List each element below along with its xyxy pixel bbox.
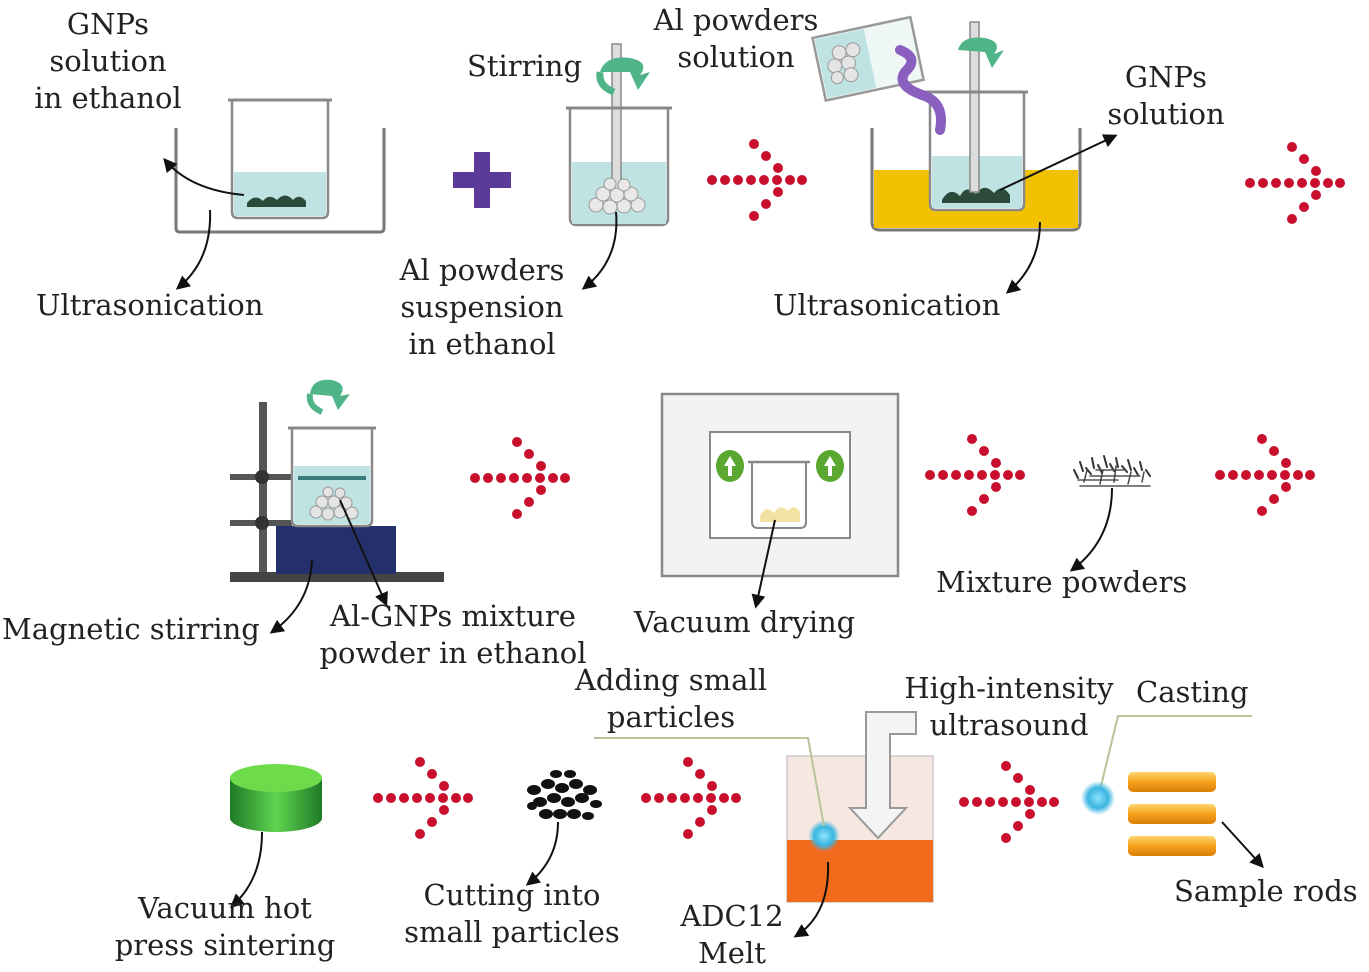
ultrasonic-bath-2 (811, 15, 1082, 232)
cutting-small-particles-line-2: small particles (404, 915, 620, 949)
plus-sign-icon (453, 152, 511, 208)
al-powders-suspension-label: Al powders suspension in ethanol (390, 252, 574, 363)
high-intensity-ultrasound-line-2: ultrasound (929, 708, 1089, 742)
adc12-melt-line-1: ADC12 (680, 899, 784, 933)
al-powders-solution-line-2: solution (677, 40, 795, 74)
al-gnps-mixture-label: Al-GNPs mixture powder in ethanol (318, 598, 588, 672)
cutting-small-particles-label: Cutting into small particles (398, 877, 626, 951)
magnetic-stirrer (230, 379, 444, 582)
al-powders-solution-line-1: Al powders (653, 3, 819, 37)
sintered-cylinder (230, 764, 322, 832)
casting-label: Casting (1136, 675, 1249, 709)
ultrasonication-label-1: Ultrasonication (36, 288, 264, 322)
casting-output (1081, 715, 1252, 856)
al-gnps-mixture-line-2: powder in ethanol (319, 636, 587, 670)
ultrasonic-bath-1 (174, 98, 386, 234)
flow-arrow-7 (641, 757, 741, 839)
sample-rods-label: Sample rods (1174, 874, 1358, 908)
vacuum-oven (660, 392, 900, 578)
gnps-solution-line-2: solution (1107, 97, 1225, 131)
gnps-solution-ethanol-line-1: GNPs (66, 7, 150, 41)
adding-small-particles-line-2: particles (606, 700, 736, 734)
flow-arrow-5 (1215, 434, 1315, 516)
flow-arrow-4 (925, 434, 1025, 516)
flow-arrow-1 (707, 139, 807, 221)
melt-crucible (594, 711, 934, 903)
flow-arrow-2 (1245, 142, 1345, 224)
gnps-solution-line-1: GNPs (1124, 60, 1208, 94)
al-powders-suspension-line-3: in ethanol (408, 327, 556, 361)
vacuum-hot-press-line-1: Vacuum hot (138, 891, 312, 925)
magnetic-stirring-label: Magnetic stirring (2, 612, 260, 646)
ultrasonication-label-2: Ultrasonication (773, 288, 1001, 322)
mixture-powders-label: Mixture powders (936, 565, 1188, 599)
al-powders-suspension-line-2: suspension (400, 290, 564, 324)
flow-arrow-3 (470, 437, 570, 519)
flow-arrow-6 (373, 757, 473, 839)
gnps-solution-label: GNPs solution (1096, 59, 1236, 133)
gnps-solution-ethanol-label: GNPs solution in ethanol (20, 6, 196, 117)
small-particles-pile (527, 770, 602, 820)
vacuum-drying-label: Vacuum drying (634, 605, 856, 639)
gnps-solution-ethanol-line-3: in ethanol (34, 81, 182, 115)
adding-small-particles-line-1: Adding small (574, 663, 768, 697)
al-powders-suspension-line-1: Al powders (399, 253, 565, 287)
high-intensity-ultrasound-label: High-intensity ultrasound (898, 670, 1120, 744)
adc12-melt-line-2: Melt (698, 936, 766, 970)
stirring-beaker (566, 43, 672, 227)
al-powders-solution-label: Al powders solution (648, 2, 824, 76)
flow-arrow-8 (959, 761, 1059, 843)
stirring-label: Stirring (467, 49, 583, 83)
high-intensity-ultrasound-line-1: High-intensity (904, 671, 1114, 705)
vacuum-hot-press-line-2: press sintering (114, 928, 336, 962)
adding-small-particles-label: Adding small particles (566, 662, 776, 736)
al-gnps-mixture-line-1: Al-GNPs mixture (330, 599, 576, 633)
gnps-solution-ethanol-line-2: solution (49, 44, 167, 78)
adc12-melt-label: ADC12 Melt (668, 898, 796, 972)
mixture-powders-pile (1073, 455, 1151, 487)
vacuum-hot-press-label: Vacuum hot press sintering (108, 890, 342, 964)
cutting-small-particles-line-1: Cutting into (423, 878, 601, 912)
